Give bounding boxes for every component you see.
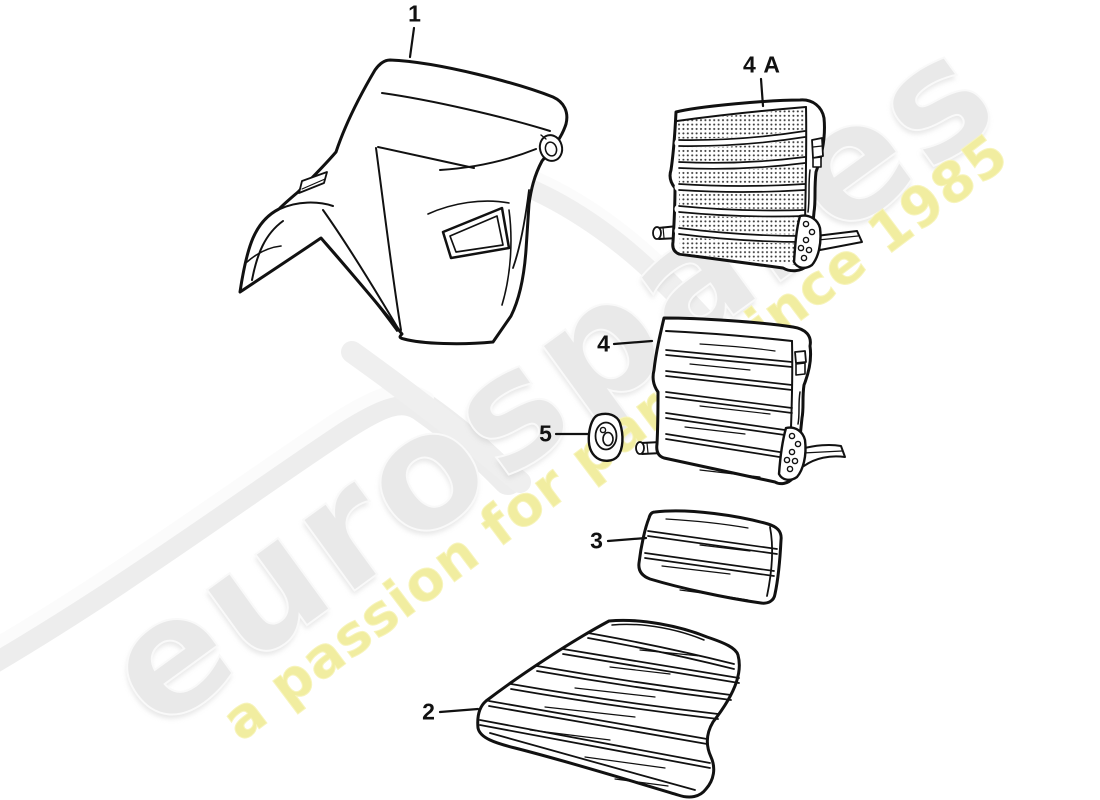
part-4a-perforated-backrest-drawing (652, 98, 863, 273)
part-3-small-cushion-drawing (637, 509, 783, 605)
swoosh-band-middle (341, 341, 531, 493)
seam-lines (644, 530, 778, 577)
top-face-seam (676, 106, 807, 122)
mount-foot-plate (815, 230, 863, 251)
accent-lines (529, 649, 701, 787)
bracket-holes (783, 432, 802, 473)
part-3-outline (637, 509, 783, 605)
part-1-outline (238, 58, 569, 346)
crest-emblem-inner (544, 141, 558, 157)
knob-pin (599, 426, 607, 434)
part-label-5[interactable]: 5 (539, 420, 553, 447)
seam-gaps (674, 129, 810, 244)
edge-tab-line (301, 178, 326, 190)
crest-emblem-icon (538, 134, 564, 162)
leader-lines (408, 26, 765, 714)
latch-slot (794, 350, 807, 364)
hem-line (325, 242, 398, 332)
side-contour-line (797, 391, 801, 425)
part-2-seat-cushion-drawing (476, 618, 741, 799)
belt-slot-inner (449, 215, 504, 253)
part-5-fastener-knob-drawing (587, 412, 624, 462)
top-face-seam (665, 330, 793, 342)
mount-foot-fold (802, 450, 843, 454)
crease-line (439, 148, 537, 171)
mount-foot-plate (800, 444, 846, 467)
mount-foot-fold (817, 235, 859, 241)
part-label-3[interactable]: 3 (590, 527, 604, 554)
hinge-pin-cap (635, 441, 645, 455)
seam-lines (479, 632, 740, 769)
edge-thickness-line (766, 526, 774, 597)
crease-line (427, 200, 510, 215)
part-label-2[interactable]: 2 (422, 698, 436, 725)
latch-slot-lower (812, 156, 822, 168)
belt-slot-outer (441, 206, 511, 260)
accent-lines (661, 518, 751, 601)
side-crease-line (512, 189, 530, 269)
part-2-outline (476, 618, 741, 799)
seam-lines (678, 130, 806, 243)
seam-lines (665, 349, 793, 460)
part-1-seat-cover-drawing (238, 58, 569, 346)
tunnel-arc-line (246, 245, 282, 263)
latch-slot (811, 137, 824, 159)
leader-line-4 (612, 339, 654, 346)
part-4-backrest-drawing (635, 316, 846, 486)
part-label-1[interactable]: 1 (408, 0, 422, 27)
edge-thickness-line (611, 623, 705, 641)
swoosh-band-upper-highlight (527, 169, 675, 275)
latch-slot-lower (795, 362, 806, 376)
crest-emblem-tick (540, 134, 547, 140)
fold-line (279, 201, 334, 210)
part-label-4a[interactable]: 4 A (743, 51, 781, 78)
bracket-holes (797, 220, 816, 262)
side-contour-line (807, 169, 811, 213)
crease-line (377, 146, 475, 169)
leader-line-1 (408, 26, 416, 59)
crease-line (375, 147, 402, 331)
latch-line (812, 145, 823, 148)
hinge-pin-cap (652, 226, 662, 240)
knob-inner (602, 431, 614, 447)
leader-line-4a (759, 77, 765, 108)
crease-line (381, 92, 551, 132)
accent-lines (684, 343, 776, 478)
leader-line-3 (606, 536, 648, 543)
crease-line (322, 209, 400, 331)
bottom-hem-line (489, 732, 696, 791)
hinge-pin-line (646, 442, 649, 454)
flap-crease-line (501, 209, 512, 306)
part-label-4[interactable]: 4 (597, 330, 611, 357)
hinge-pin-line (662, 226, 665, 239)
tunnel-arch-line (251, 220, 284, 281)
leader-line-2 (438, 707, 480, 714)
